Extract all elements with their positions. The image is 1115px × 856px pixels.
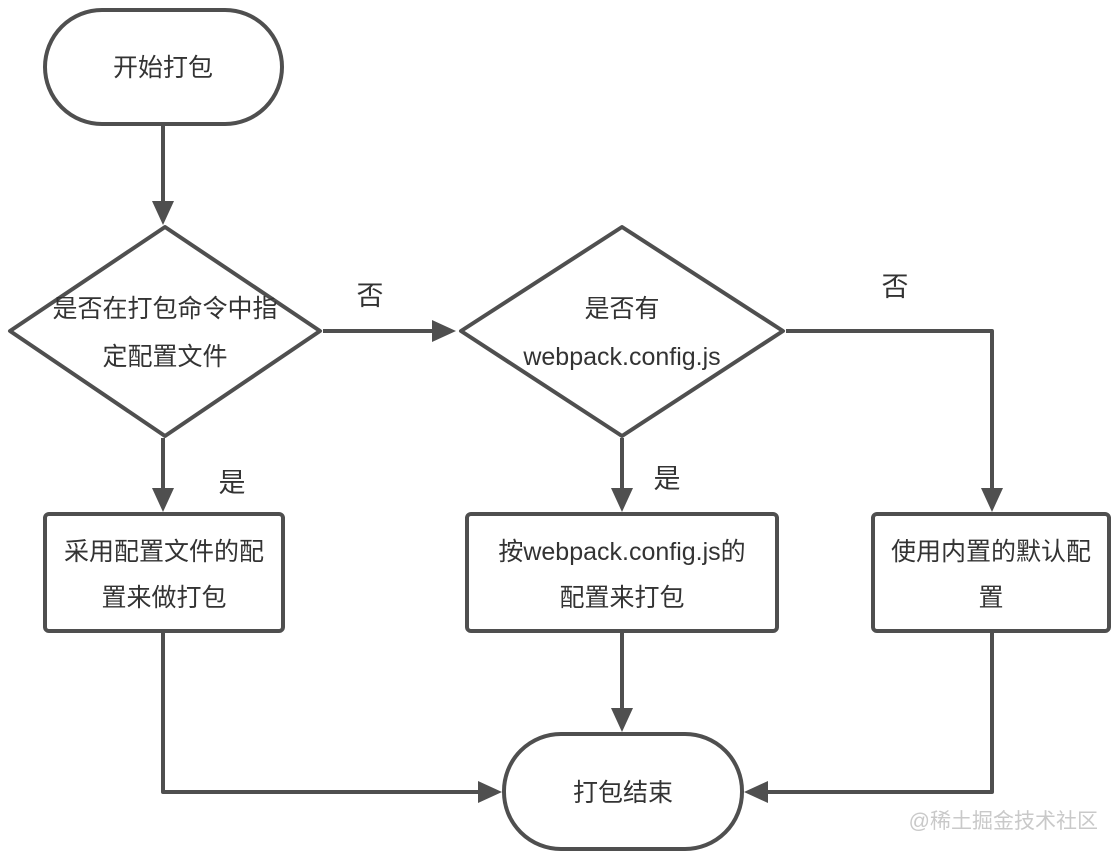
arrowhead-down-process2 xyxy=(611,488,633,512)
process2-rect-shape xyxy=(465,512,779,633)
decision2-diamond-shape xyxy=(459,225,785,438)
edge-process1-to-end xyxy=(161,633,480,794)
edge-label-yes-2: 是 xyxy=(654,464,681,494)
edge-label-no-1: 否 xyxy=(357,281,384,311)
node-end: 打包结束 xyxy=(502,732,744,851)
process1-rect-shape xyxy=(43,512,285,633)
arrowhead-down-decision1 xyxy=(152,201,174,225)
edge-process3-to-end xyxy=(766,633,994,794)
edge-label-no-2: 否 xyxy=(882,272,909,302)
node-decision-specify-config: 是否在打包命令中指 定配置文件 xyxy=(8,225,322,438)
edge-label-yes-1: 是 xyxy=(219,468,246,498)
edge-decision2-to-process3 xyxy=(786,329,994,490)
decision2-label-line1: 是否有 xyxy=(584,295,659,323)
process2-label-line1: 按webpack.config.js的 xyxy=(498,538,745,566)
watermark: @稀土掘金技术社区 xyxy=(909,810,1098,833)
node-decision-has-webpack-config: 是否有 webpack.config.js xyxy=(459,225,785,438)
edges-layer: 否 是 是 否 xyxy=(152,126,1003,803)
arrowhead-right-decision2 xyxy=(432,320,456,342)
arrowhead-right-end xyxy=(478,781,502,803)
arrowhead-down-process1 xyxy=(152,488,174,512)
process1-label-line2: 置来做打包 xyxy=(101,584,226,612)
process1-label-line1: 采用配置文件的配 xyxy=(64,538,264,566)
arrowhead-left-end xyxy=(744,781,768,803)
node-process-default-config: 使用内置的默认配 置 xyxy=(871,512,1111,633)
decision1-diamond-shape xyxy=(8,225,322,438)
node-process-config-file: 采用配置文件的配 置来做打包 xyxy=(43,512,285,633)
node-process-webpack-config: 按webpack.config.js的 配置来打包 xyxy=(465,512,779,633)
arrowhead-down-process3 xyxy=(981,488,1003,512)
decision2-label-line2: webpack.config.js xyxy=(522,343,720,371)
start-label: 开始打包 xyxy=(113,54,213,82)
nodes-layer: 开始打包 是否在打包命令中指 定配置文件 是否有 webpack.config.… xyxy=(8,8,1111,851)
decision1-label-line1: 是否在打包命令中指 xyxy=(52,295,277,323)
end-label: 打包结束 xyxy=(573,779,673,807)
process3-label-line1: 使用内置的默认配 xyxy=(891,538,1091,566)
arrowhead-down-end xyxy=(611,708,633,732)
decision1-label-line2: 定配置文件 xyxy=(102,343,227,371)
process2-label-line2: 配置来打包 xyxy=(559,584,684,612)
end-terminator-shape xyxy=(502,732,744,851)
start-terminator-shape xyxy=(43,8,284,126)
process3-rect-shape xyxy=(871,512,1111,633)
node-start: 开始打包 xyxy=(43,8,284,126)
process3-label-line2: 置 xyxy=(978,584,1003,612)
